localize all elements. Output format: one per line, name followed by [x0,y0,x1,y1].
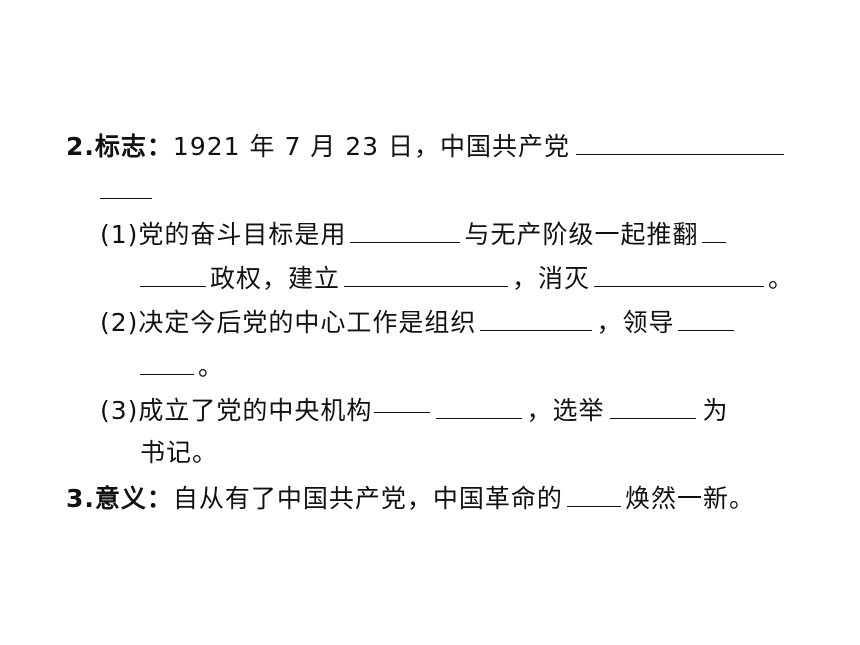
item-2-number: 2. [66,132,95,161]
blank-3-secretary[interactable] [610,392,697,419]
item-2-text: 1921 年 7 月 23 日，中国共产党 [172,132,570,161]
blank-1-overthrow-part2[interactable] [140,260,206,287]
blank-3-organ[interactable] [436,392,523,419]
sub-3-line-2: 书记。 [140,436,218,470]
item-3-line-1: 3.意义：自从有了中国共产党，中国革命的 焕然一新。 [66,480,755,514]
sub-1-prefix: (1) [100,220,139,249]
sub-2-prefix: (2) [100,308,139,337]
item-2-line-1: 2.标志：1921 年 7 月 23 日，中国共产党 [66,128,784,162]
sub-1-line-1: (1)党的奋斗目标是用 与无产阶级一起推翻 [100,216,727,250]
blank-1-eliminate[interactable] [594,260,765,287]
sub-2-line-2: 。 [140,348,224,382]
sub-1-text-c: 政权，建立 [210,264,341,293]
sub-3-text-c: 为 [702,396,729,425]
item-3-text-a: 自从有了中国共产党，中国革命的 [172,484,563,513]
sub-2-text-c: 。 [198,352,225,381]
blank-1-class[interactable] [350,216,461,243]
blank-2-lead-part1[interactable] [678,304,735,331]
item-2-line-2 [100,172,152,206]
item-2-heading: 标志： [94,132,173,161]
sub-3-prefix: (3) [100,396,139,425]
sub-1-text-b: 与无产阶级一起推翻 [464,220,699,249]
sub-2-text-a: 决定今后党的中心工作是组织 [138,308,477,337]
sub-1-text-e: 。 [768,264,795,293]
item-3-heading: 意义： [94,484,173,513]
sub-2-text-b: ，领导 [596,308,675,337]
sub-1-text-a: 党的奋斗目标是用 [138,220,347,249]
sub-1-line-2: 政权，建立 ，消灭 。 [140,260,794,294]
blank-2-main-part2[interactable] [100,172,152,199]
sub-3-text-a: 成立了党的中央机构 [138,396,373,425]
sub-2-line-1: (2)决定今后党的中心工作是组织 ，领导 [100,304,735,338]
blank-2-lead-part2[interactable] [140,348,194,375]
sub-1-text-d: ，消灭 [512,264,591,293]
sub-3-text-b: ，选举 [526,396,605,425]
blank-1-establish[interactable] [344,260,509,287]
sub-3-line-1: (3)成立了党的中央机构 ，选举 为 [100,392,728,426]
item-3-text-b: 焕然一新。 [624,484,755,513]
item-3-number: 3. [66,484,95,513]
blank-1-overthrow-part1[interactable] [702,216,727,243]
blank-2-main-part1[interactable] [576,128,784,155]
em-dash [374,411,431,413]
blank-2-organize[interactable] [480,304,593,331]
blank-3-meaning[interactable] [566,480,621,507]
sub-3-text-d: 书记。 [140,438,219,467]
